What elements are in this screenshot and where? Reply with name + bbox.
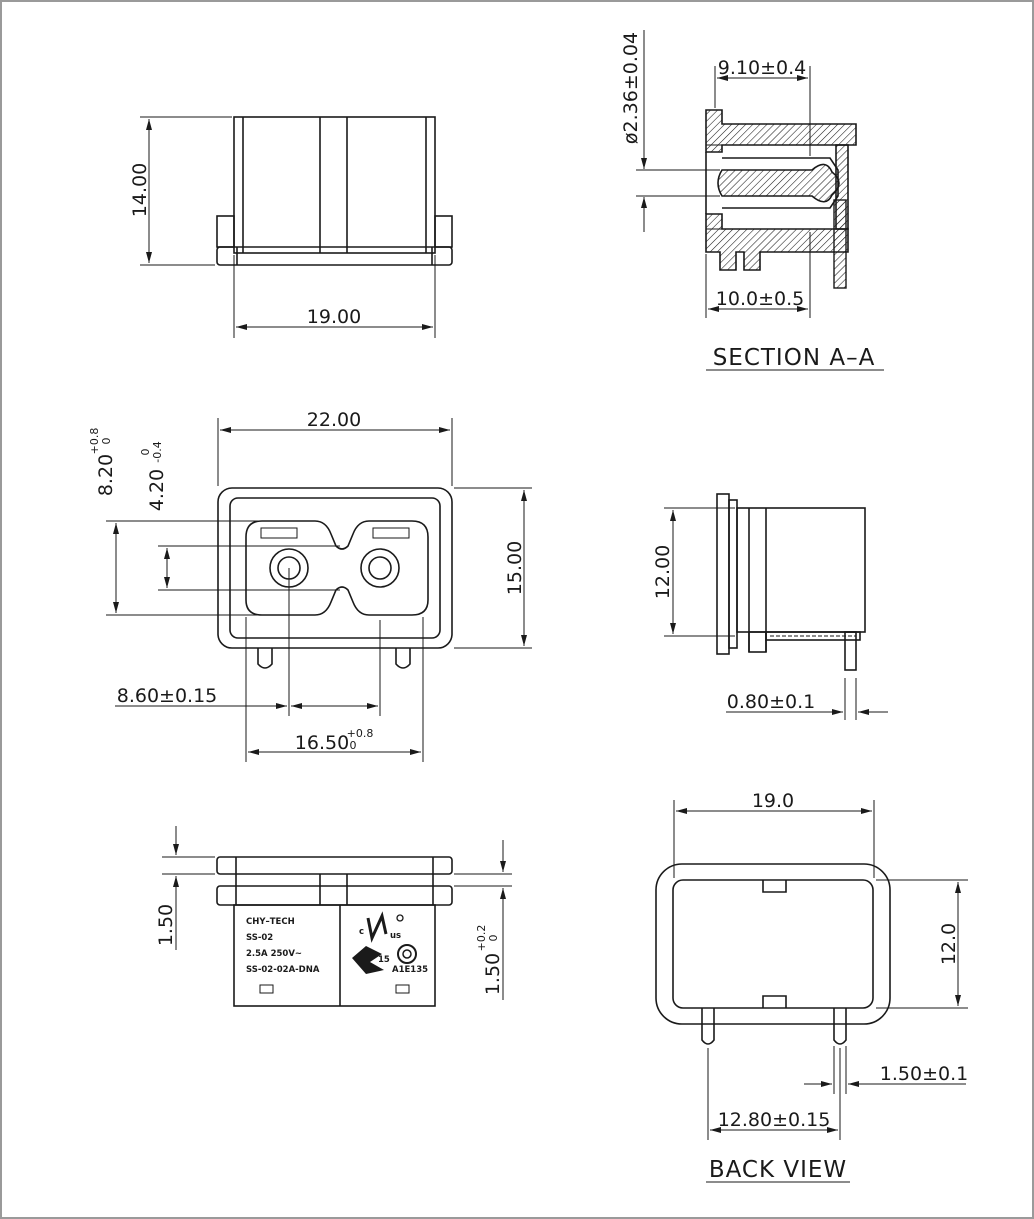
cert-number: A1E135: [392, 965, 428, 975]
back-view: 19.0 12.0 1.50±0.1 12.80±0.15 BACK VIEW: [655, 790, 968, 1183]
dim-front-16-50: 16.50: [295, 732, 349, 754]
marking-model: SS-02: [246, 933, 273, 943]
mark-15-text: 15: [378, 955, 390, 965]
dim-front-8-20-tol-dn: 0: [100, 438, 113, 445]
dim-front-8-20: 8.20: [95, 454, 117, 496]
ccc-icon: A1E135: [392, 944, 428, 975]
dim-back-pitch: 12.80±0.15: [718, 1109, 831, 1131]
dim-front-4-20-tol-dn: -0.4: [151, 441, 164, 462]
marking-rating: 2.5A 250V~: [246, 949, 302, 959]
dim-section-depth: 9.10±0.4: [718, 57, 806, 79]
dim-front-width: 22.00: [307, 409, 361, 431]
dim-front-8-20-tol-up: +0.8: [88, 428, 101, 455]
dim-bottom-right-tol-up: +0.2: [475, 925, 488, 952]
dim-front-16-50-tol-dn: 0: [350, 739, 357, 752]
marking-part: SS-02-02A-DNA: [246, 965, 320, 975]
dim-back-pin: 1.50±0.1: [880, 1063, 968, 1085]
kema-icon: 15: [352, 946, 390, 974]
dim-section-dia: ø2.36±0.04: [620, 32, 642, 144]
dim-top-height: 14.00: [129, 163, 151, 217]
ul-recognized-icon: c us: [359, 911, 404, 943]
section-view: ø2.36±0.04 9.10±0.4 10.0±0.5 SECTION A–A: [620, 30, 884, 371]
dim-front-4-20-tol-up: 0: [139, 449, 152, 456]
section-title: SECTION A–A: [713, 345, 876, 371]
dim-side-height: 12.00: [652, 545, 674, 599]
ul-c-text: c: [359, 927, 364, 937]
dim-front-4-20: 4.20: [146, 469, 168, 511]
dim-front-pitch: 8.60±0.15: [117, 685, 218, 707]
back-view-title: BACK VIEW: [709, 1157, 847, 1183]
bottom-view: CHY–TECH SS-02 2.5A 250V~ SS-02-02A-DNA …: [155, 826, 512, 1007]
dim-bottom-right-tol-dn: 0: [487, 935, 500, 942]
dim-front-16-50-tol-up: +0.8: [347, 727, 374, 740]
dim-front-height: 15.00: [504, 541, 526, 595]
dim-back-height: 12.0: [938, 923, 960, 965]
dim-bottom-right: 1.50: [482, 953, 504, 995]
front-view: 22.00 15.00 8.20 +0.8 0 4.20 0 -0.4 8.60…: [88, 409, 532, 762]
dim-side-pin: 0.80±0.1: [727, 691, 815, 713]
dim-bottom-left: 1.50: [155, 904, 177, 946]
top-view: 14.00 19.00: [129, 116, 453, 338]
side-view: 12.00 0.80±0.1: [652, 493, 888, 720]
dim-back-width: 19.0: [752, 790, 794, 812]
dim-section-length: 10.0±0.5: [716, 288, 804, 310]
ul-us-text: us: [390, 931, 401, 941]
dim-top-width: 19.00: [307, 306, 361, 328]
marking-brand: CHY–TECH: [246, 917, 295, 927]
